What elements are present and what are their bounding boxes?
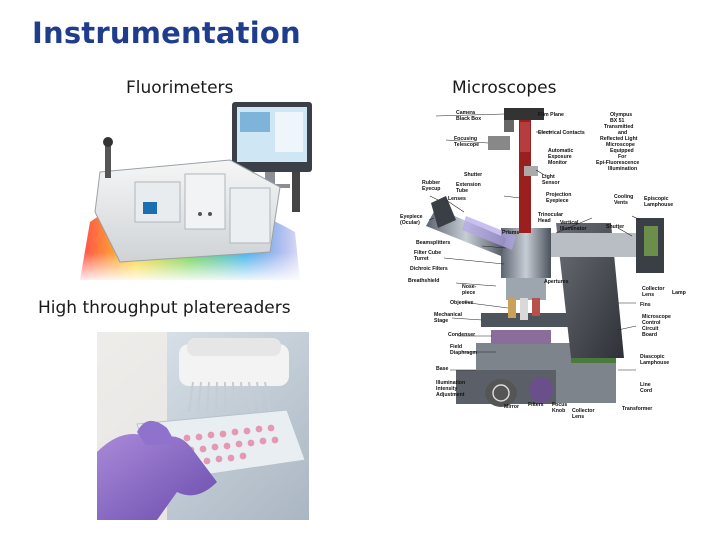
svg-text:Shutter: Shutter [464, 172, 482, 178]
svg-text:Cooling: Cooling [614, 194, 633, 200]
svg-text:Mechanical: Mechanical [434, 312, 463, 318]
svg-text:(Ocular): (Ocular) [400, 220, 420, 226]
svg-text:Objective: Objective [450, 300, 473, 306]
svg-text:Automatic: Automatic [548, 148, 573, 154]
svg-text:Microscope: Microscope [642, 314, 671, 320]
svg-text:Cord: Cord [640, 388, 652, 394]
svg-text:Rubber: Rubber [422, 180, 440, 186]
svg-text:Black Box: Black Box [456, 116, 481, 122]
svg-text:Apertures: Apertures [544, 279, 569, 285]
svg-text:and: and [618, 130, 627, 136]
svg-text:Condenser: Condenser [448, 332, 475, 338]
svg-text:Diascopic: Diascopic [640, 354, 665, 360]
svg-text:Monitor: Monitor [548, 160, 567, 166]
svg-text:Prisms: Prisms [502, 230, 519, 236]
svg-text:Microscope: Microscope [606, 142, 635, 148]
microscopes-label: Microscopes [452, 78, 557, 98]
svg-text:Collector: Collector [572, 408, 594, 414]
svg-text:Illumination: Illumination [436, 380, 465, 386]
svg-text:Diaphragm: Diaphragm [450, 350, 477, 356]
svg-text:Lamphouse: Lamphouse [644, 202, 673, 208]
svg-text:Nose-: Nose- [462, 284, 477, 290]
svg-text:Dichroic Filters: Dichroic Filters [410, 266, 448, 272]
svg-text:For: For [618, 154, 626, 160]
svg-text:Trinocular: Trinocular [538, 212, 563, 218]
svg-text:Illuminator: Illuminator [560, 226, 587, 232]
fluorimeter-image [80, 102, 320, 280]
svg-text:Focusing: Focusing [454, 136, 477, 142]
svg-text:Lamp: Lamp [672, 290, 686, 296]
svg-text:Turret: Turret [414, 256, 429, 262]
svg-text:Knob: Knob [552, 408, 565, 414]
svg-text:Lens: Lens [572, 414, 584, 420]
svg-text:Filter Cube: Filter Cube [414, 250, 441, 256]
svg-text:BX 51: BX 51 [610, 118, 625, 124]
svg-text:Projection: Projection [546, 192, 571, 198]
svg-text:Eyepiece: Eyepiece [546, 198, 569, 204]
svg-text:Board: Board [642, 332, 657, 338]
svg-text:Adjustment: Adjustment [436, 392, 465, 398]
svg-text:Camera: Camera [456, 110, 475, 116]
slide-title: Instrumentation [32, 16, 301, 50]
svg-text:Transformer: Transformer [622, 406, 652, 412]
svg-text:Circuit: Circuit [642, 326, 659, 332]
svg-text:Eyepiece: Eyepiece [400, 214, 423, 220]
svg-text:Extension: Extension [456, 182, 481, 188]
svg-text:Field: Field [450, 344, 462, 350]
svg-text:Sensor: Sensor [542, 180, 560, 186]
svg-text:Transmitted: Transmitted [604, 124, 633, 130]
svg-text:Olympus: Olympus [610, 112, 632, 118]
svg-text:Base: Base [436, 366, 449, 372]
svg-text:Stage: Stage [434, 318, 448, 324]
svg-text:Beamsplitters: Beamsplitters [416, 240, 450, 246]
svg-text:Light: Light [542, 174, 555, 180]
svg-text:Equipped: Equipped [610, 148, 634, 154]
svg-text:Shutter: Shutter [606, 224, 624, 230]
svg-text:Film Plane: Film Plane [538, 112, 564, 118]
svg-text:Lamphouse: Lamphouse [640, 360, 669, 366]
svg-text:Telescope: Telescope [454, 142, 479, 148]
svg-text:Vents: Vents [614, 200, 628, 206]
svg-text:Head: Head [538, 218, 551, 224]
svg-text:Lenses: Lenses [448, 196, 466, 202]
svg-text:Control: Control [642, 320, 661, 326]
microscope-diagram: Camera Black Box Film Plane Electrical C… [396, 108, 692, 426]
svg-text:Focus: Focus [552, 402, 567, 408]
svg-text:Collector: Collector [642, 286, 664, 292]
fluorimeters-label: Fluorimeters [126, 78, 234, 98]
svg-text:Electrical Contacts: Electrical Contacts [538, 130, 585, 136]
svg-text:Breathshield: Breathshield [408, 278, 439, 284]
svg-text:Reflected Light: Reflected Light [600, 136, 638, 142]
svg-text:Exposure: Exposure [548, 154, 572, 160]
svg-text:Line: Line [640, 382, 651, 388]
svg-text:Fins: Fins [640, 302, 651, 308]
svg-text:Filters: Filters [528, 402, 544, 408]
svg-text:Mirror: Mirror [504, 404, 519, 410]
svg-text:Illumination: Illumination [608, 166, 637, 172]
platereader-image [97, 332, 309, 520]
svg-text:Intensity: Intensity [436, 386, 457, 392]
svg-text:piece: piece [462, 290, 475, 296]
svg-text:Tube: Tube [456, 188, 468, 194]
svg-text:Lens: Lens [642, 292, 654, 298]
svg-text:Epi-Fluorescence: Epi-Fluorescence [596, 160, 639, 166]
platereaders-label: High throughput platereaders [38, 298, 291, 318]
svg-text:Episcopic: Episcopic [644, 196, 669, 202]
svg-text:Vertical: Vertical [560, 220, 579, 226]
svg-text:Eyecup: Eyecup [422, 186, 440, 192]
